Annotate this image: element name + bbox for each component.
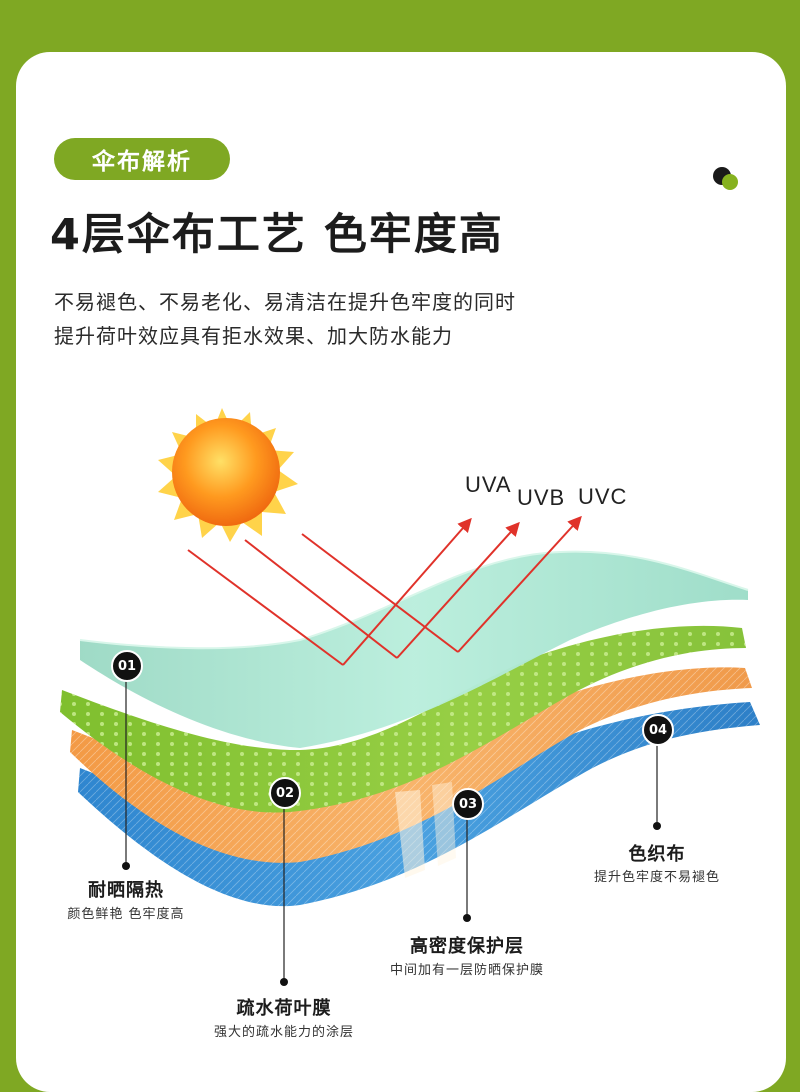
layer-04-badge: 04 — [642, 714, 674, 746]
layer-04-title: 色织布 — [628, 844, 686, 865]
layer-03-badge: 03 — [452, 788, 484, 820]
layer-01-badge: 01 — [111, 650, 143, 682]
layer-02-badge: 02 — [269, 777, 301, 809]
layer-04-subtitle: 提升色牢度不易褪色 — [593, 870, 720, 885]
description-line-1: 不易褪色、不易老化、易清洁在提升色牢度的同时 — [54, 290, 516, 314]
fabric-layers-illustration — [60, 408, 760, 986]
uvc-label: UVC — [578, 484, 628, 509]
uv-rays — [187, 515, 582, 666]
decor-dot-green — [722, 174, 738, 190]
layer-01-subtitle: 颜色鲜艳 色牢度高 — [67, 907, 185, 922]
page-title: 4层伞布工艺 色牢度高 — [50, 210, 504, 260]
sun-icon — [158, 408, 298, 542]
layer-02-title: 疏水荷叶膜 — [236, 998, 332, 1019]
section-tag: 伞布解析 — [54, 138, 230, 180]
layer-01-title: 耐晒隔热 — [88, 880, 164, 901]
layer-03-title: 高密度保护层 — [410, 936, 524, 957]
layer-02-subtitle: 强大的疏水能力的涂层 — [213, 1025, 354, 1040]
description-line-2: 提升荷叶效应具有拒水效果、加大防水能力 — [54, 324, 453, 348]
layer-03-subtitle: 中间加有一层防晒保护膜 — [389, 963, 544, 978]
uvb-label: UVB — [517, 485, 566, 510]
uva-label: UVA — [465, 472, 512, 497]
